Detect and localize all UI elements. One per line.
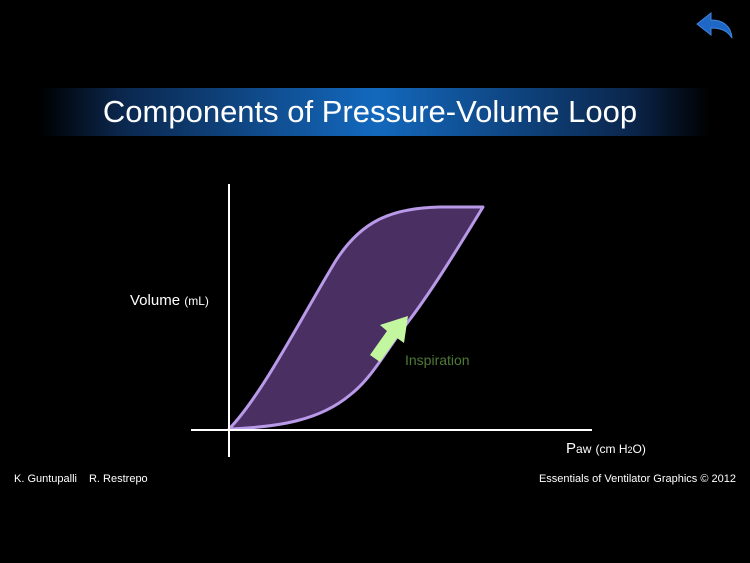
footer-authors: K. Guntupalli R. Restrepo xyxy=(14,473,148,485)
y-axis-label: Volume (mL) xyxy=(130,292,209,309)
x-axis-title-sub: aw xyxy=(576,442,592,456)
inspiration-arrow xyxy=(370,316,408,362)
x-axis-unit-post: O) xyxy=(632,442,646,456)
x-axis-title: P xyxy=(566,440,577,457)
title-band xyxy=(40,88,710,136)
author-2: R. Restrepo xyxy=(88,473,148,485)
back-button[interactable] xyxy=(692,8,736,44)
x-axis-unit-pre: (cm H xyxy=(595,442,628,456)
x-axis-label: Paw (cm H2O) xyxy=(566,440,646,457)
inspiration-label: Inspiration xyxy=(405,352,470,368)
y-axis-title: Volume xyxy=(130,292,181,309)
y-axis-unit: (mL) xyxy=(184,294,209,308)
x-axis-unit-sub: 2 xyxy=(627,445,633,455)
page-title: Components of Pressure-Volume Loop xyxy=(102,94,638,129)
back-arrow-icon xyxy=(696,11,733,39)
footer-credit: Essentials of Ventilator Graphics © 2012 xyxy=(538,473,736,485)
author-1: K. Guntupalli xyxy=(14,473,77,485)
pressure-volume-loop xyxy=(227,205,485,431)
